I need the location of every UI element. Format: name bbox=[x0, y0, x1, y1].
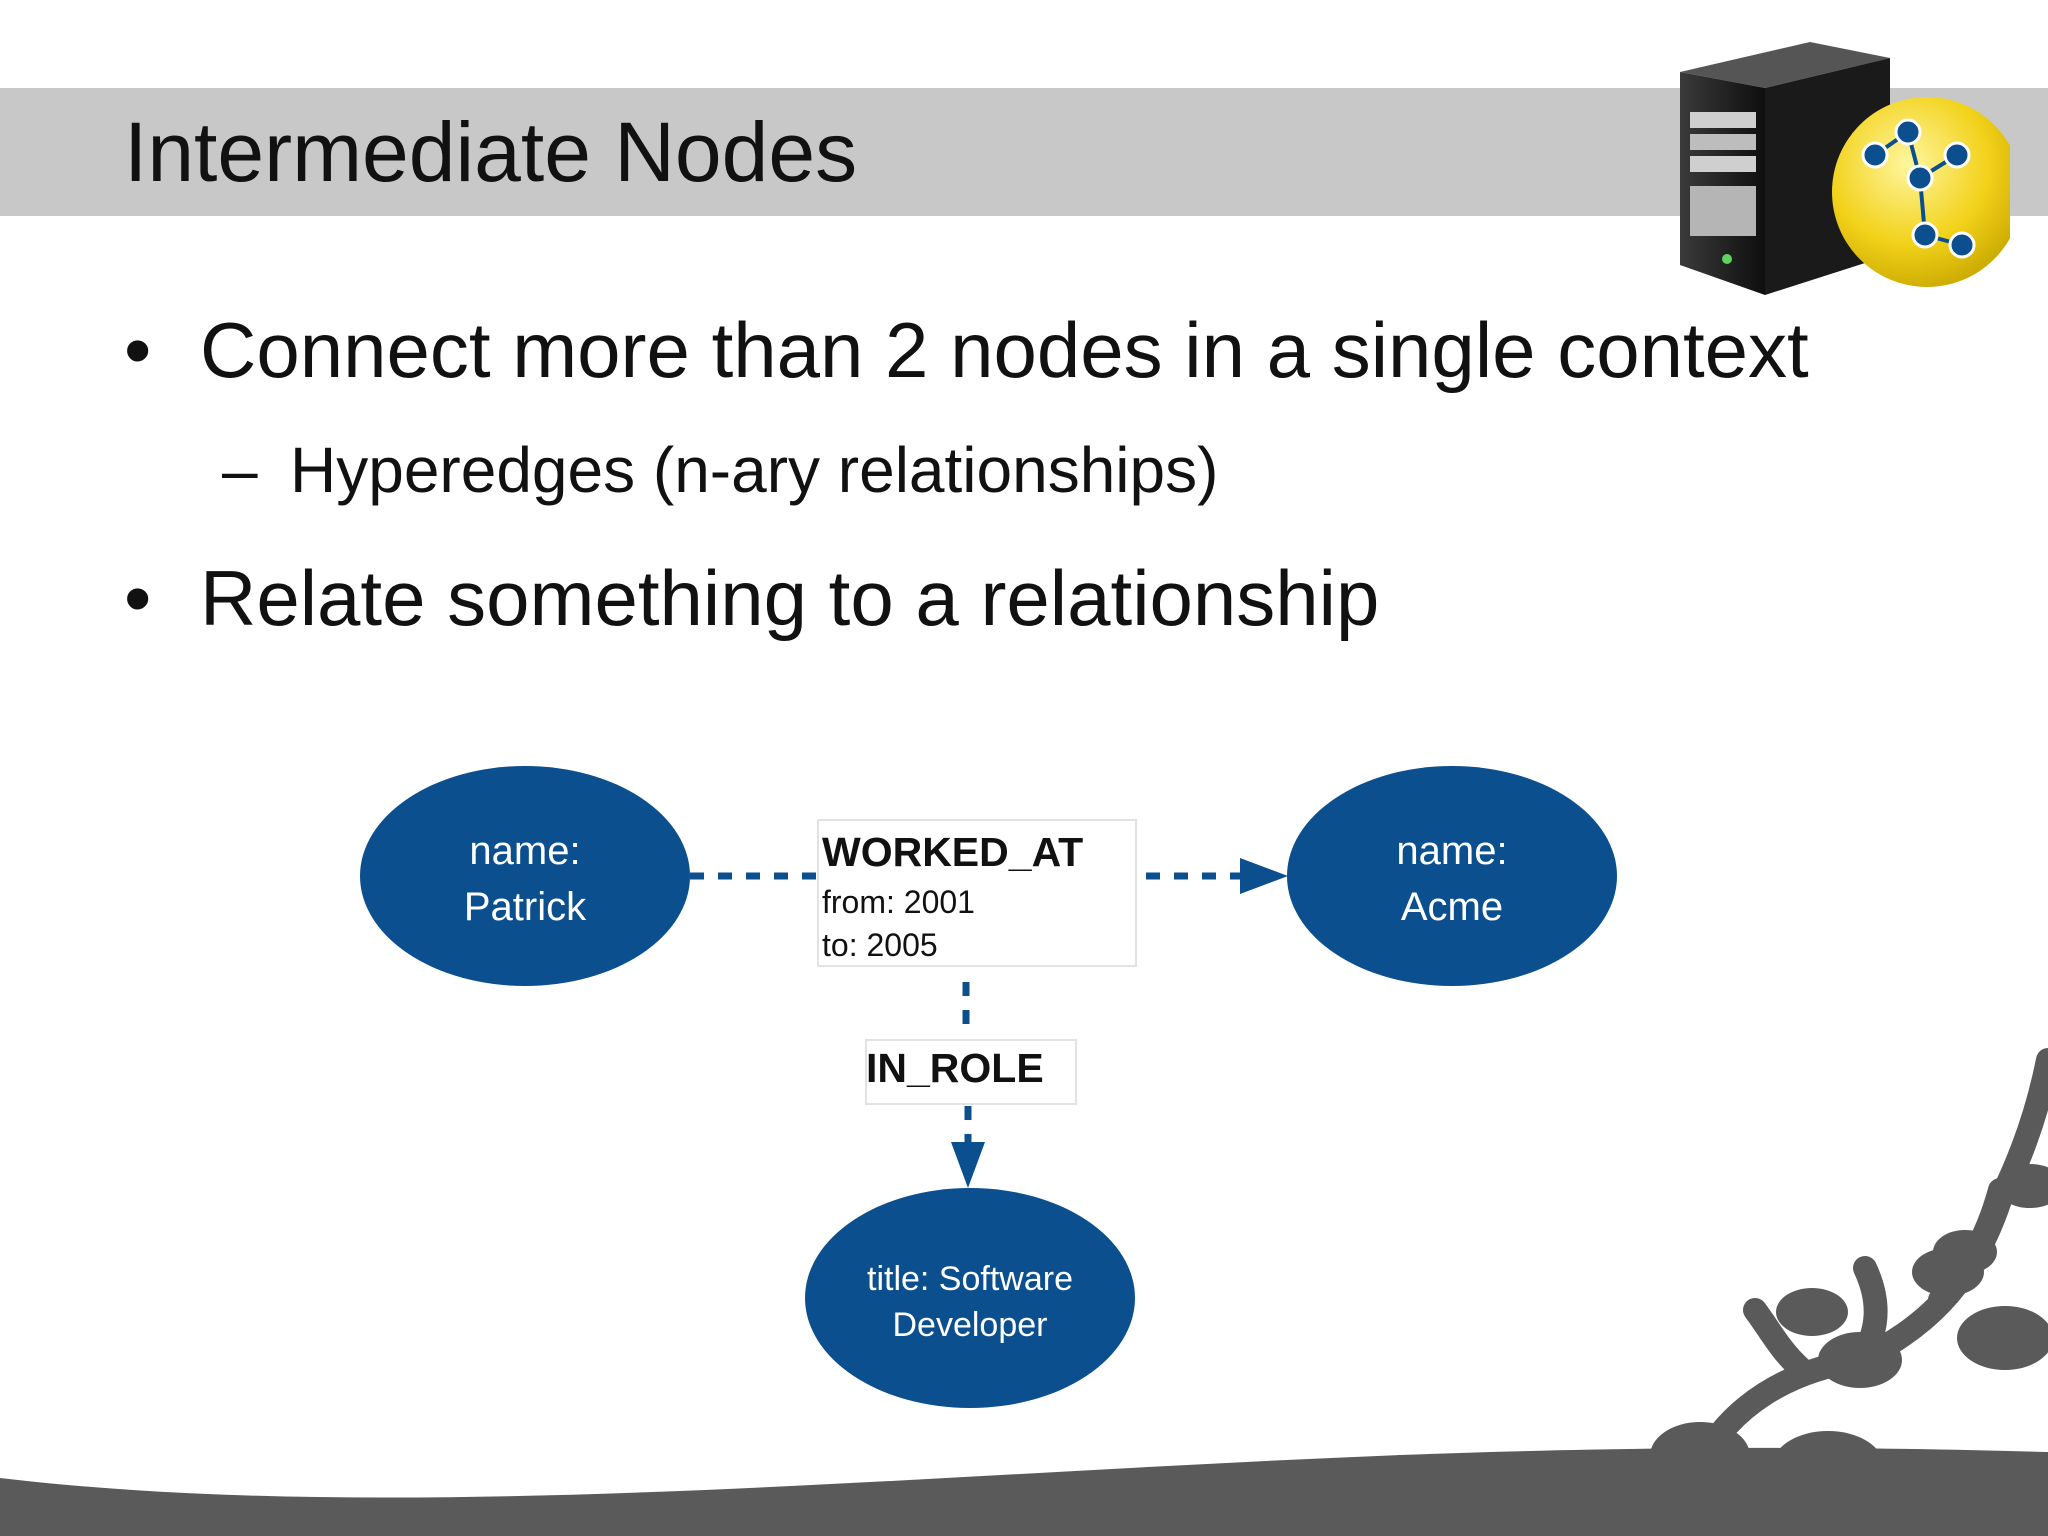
bullet-dot-icon: • bbox=[124, 306, 152, 394]
node-developer-line-2: Developer bbox=[893, 1306, 1048, 1344]
node-patrick-line-2: Patrick bbox=[464, 885, 587, 929]
node-acme-line-1: name: bbox=[1396, 829, 1507, 873]
worked-at-label: WORKED_AT bbox=[822, 829, 1083, 875]
node-developer: title: Software Developer bbox=[805, 1188, 1135, 1408]
node-acme: name: Acme bbox=[1287, 766, 1617, 986]
in-role-label: IN_ROLE bbox=[866, 1045, 1044, 1091]
arrowhead-to-acme bbox=[1240, 858, 1288, 894]
arrowhead-to-developer bbox=[951, 1142, 985, 1188]
bullet-2: • Relate something to a relationship bbox=[124, 553, 1379, 644]
bullet-dot-icon: • bbox=[124, 554, 152, 642]
sub-bullet-1-text: Hyperedges (n-ary relationships) bbox=[290, 434, 1219, 506]
slide-title: Intermediate Nodes bbox=[124, 105, 858, 199]
sub-bullet-dash-icon: – bbox=[222, 434, 258, 506]
node-patrick: name: Patrick bbox=[360, 766, 690, 986]
node-developer-line-1: title: Software bbox=[867, 1260, 1073, 1298]
relationship-in-role: IN_ROLE bbox=[865, 1039, 1077, 1105]
node-patrick-line-1: name: bbox=[469, 829, 580, 873]
bullet-1: • Connect more than 2 nodes in a single c… bbox=[124, 305, 1809, 396]
sub-bullet-1: –Hyperedges (n-ary relationships) bbox=[222, 433, 1218, 507]
worked-at-prop-from: from: 2001 bbox=[822, 884, 975, 920]
bullet-1-text: Connect more than 2 nodes in a single co… bbox=[200, 306, 1809, 394]
bullet-2-text: Relate something to a relationship bbox=[200, 554, 1380, 642]
relationship-worked-at: WORKED_AT from: 2001 to: 2005 bbox=[817, 819, 1137, 967]
server-graph-logo-icon bbox=[1680, 42, 2010, 295]
worked-at-prop-to: to: 2005 bbox=[822, 927, 938, 963]
node-acme-line-2: Acme bbox=[1401, 885, 1503, 929]
